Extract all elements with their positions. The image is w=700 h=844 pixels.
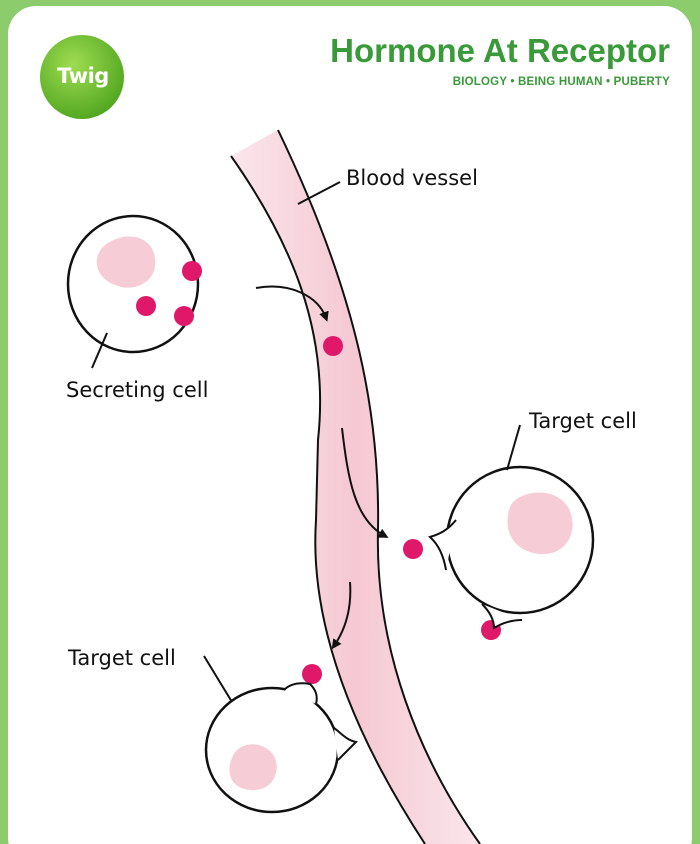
- blood-vessel-label: Blood vessel: [346, 166, 478, 190]
- hormone-dot: [174, 306, 194, 326]
- hormone-dot: [403, 539, 423, 559]
- hormone-dot: [136, 296, 156, 316]
- logo-text: Twig: [43, 64, 123, 88]
- page-title: Hormone At Receptor: [330, 32, 670, 70]
- hormone-dot: [182, 261, 202, 281]
- target-cell-left-label: Target cell: [68, 646, 176, 670]
- hormone-dot-in-vessel: [323, 336, 343, 356]
- hormone-dot: [302, 664, 322, 684]
- target-cell-nucleus: [229, 744, 276, 790]
- secreting-cell-label: Secreting cell: [66, 378, 208, 402]
- target-cell-right-label: Target cell: [529, 409, 637, 433]
- page-subtitle: BIOLOGY • BEING HUMAN • PUBERTY: [453, 76, 670, 88]
